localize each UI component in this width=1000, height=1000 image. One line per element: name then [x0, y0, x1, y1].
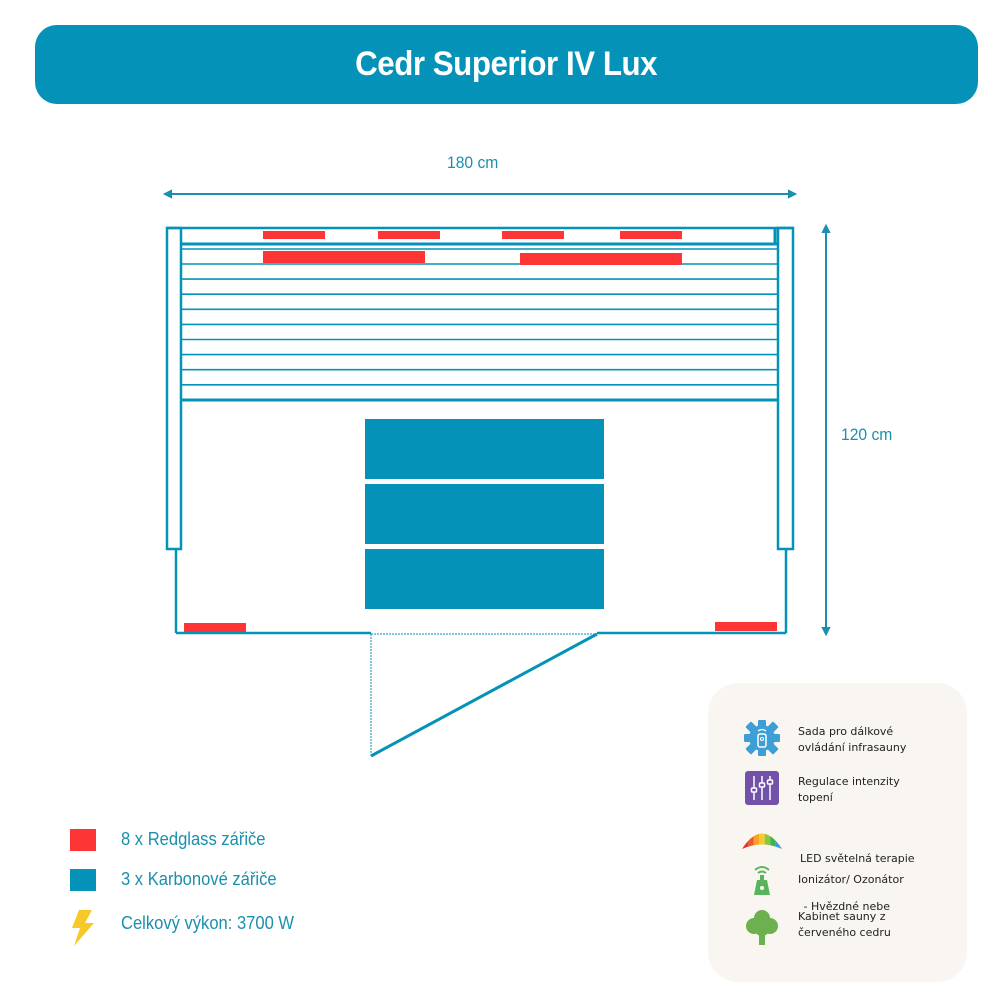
sliders-icon	[742, 768, 782, 808]
redglass-heater	[715, 622, 777, 631]
feature-text-line: topení	[798, 791, 833, 804]
feature-text-line: Sada pro dálkové	[798, 725, 894, 738]
legend: 8 x Redglass zářiče 3 x Karbonové zářiče…	[70, 826, 370, 956]
feature-remote-control: Sada pro dálkové ovládání infrasauny	[708, 718, 967, 762]
lightning-icon	[72, 910, 94, 946]
feature-text-line: ovládání infrasauny	[798, 741, 907, 754]
feature-led-therapy: LED světelná terapie - Hvězdné nebe	[708, 819, 967, 913]
feature-text-line: Kabinet sauny z	[798, 910, 886, 923]
bench-slats	[181, 248, 778, 386]
width-dimension-label: 180 cm	[447, 153, 499, 172]
redglass-heater	[378, 231, 440, 239]
title-banner: Cedr Superior IV Lux	[35, 25, 978, 104]
cabin-walls	[165, 226, 795, 635]
feature-text-line: - Hvězdné nebe	[800, 900, 890, 913]
legend-label: 3 x Karbonové zářiče	[121, 869, 277, 889]
legend-label: 8 x Redglass zářiče	[121, 829, 266, 849]
depth-dimension-label: 120 cm	[841, 425, 893, 444]
left-wall-panel	[165, 226, 183, 551]
redglass-heaters	[184, 231, 777, 632]
blue-square-icon	[70, 869, 96, 891]
legend-label: Celkový výkon: 3700 W	[121, 913, 295, 933]
door	[370, 632, 598, 758]
door-leaf	[370, 632, 598, 758]
redglass-heater	[263, 231, 325, 239]
redglass-heater	[263, 251, 425, 263]
feature-cedar-cabinet: Kabinet sauny z červeného cedru	[708, 907, 967, 951]
features-panel: Sada pro dálkové ovládání infrasauny Reg…	[708, 683, 967, 982]
ionizer-icon	[742, 859, 782, 899]
legend-item-power: Celkový výkon: 3700 W	[70, 910, 370, 946]
rainbow-icon	[742, 819, 782, 859]
width-dimension-arrow	[162, 189, 798, 199]
depth-dimension-arrow	[821, 223, 831, 637]
feature-text-line: LED světelná terapie	[800, 852, 915, 865]
redglass-heater	[184, 623, 246, 632]
carbon-heater	[365, 549, 604, 609]
redglass-heater	[502, 231, 564, 239]
feature-text-line: červeného cedru	[798, 926, 891, 939]
carbon-heaters	[365, 419, 604, 609]
feature-heat-regulation: Regulace intenzity topení	[708, 768, 967, 812]
legend-item-redglass: 8 x Redglass zářiče	[70, 826, 370, 862]
feature-text-line: Ionizátor/ Ozonátor	[798, 873, 904, 886]
carbon-heater	[365, 484, 604, 544]
legend-item-carbon: 3 x Karbonové zářiče	[70, 866, 370, 902]
redglass-heater	[520, 253, 682, 265]
red-square-icon	[70, 829, 96, 851]
feature-text-line: Regulace intenzity	[798, 775, 900, 788]
right-wall-panel	[776, 226, 795, 551]
carbon-heater	[365, 419, 604, 479]
page-title: Cedr Superior IV Lux	[355, 45, 658, 83]
feature-ionizer: Ionizátor/ Ozonátor	[708, 859, 967, 903]
remote-gear-icon	[742, 718, 782, 758]
redglass-heater	[620, 231, 682, 239]
tree-icon	[742, 907, 782, 947]
